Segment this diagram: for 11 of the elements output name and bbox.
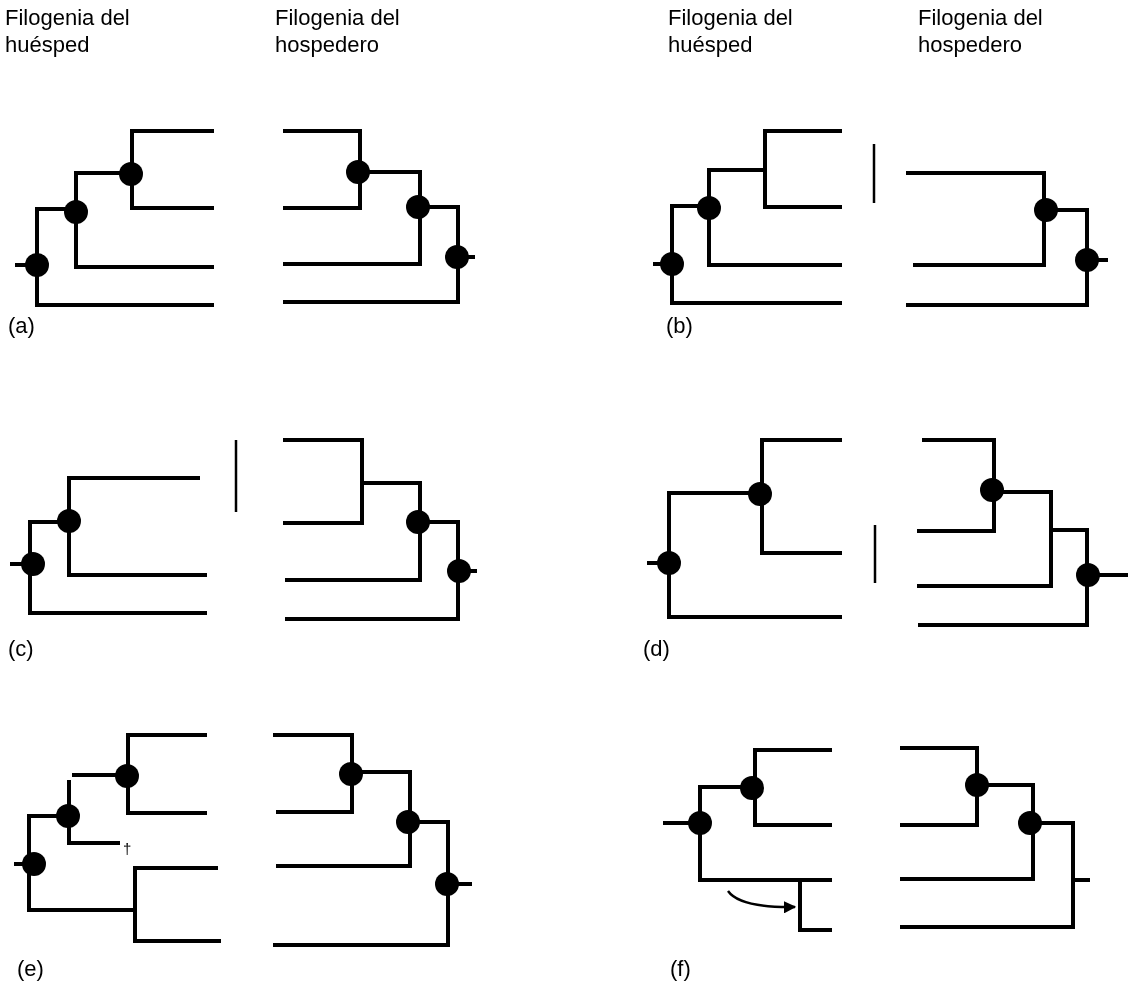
panel-label: (c) (8, 635, 34, 662)
dagger-symbol: † (123, 841, 132, 856)
panel-label: (d) (643, 635, 670, 662)
column-heading: Filogenia del huésped (668, 4, 794, 58)
column-heading: Filogenia del hospedero (918, 4, 1044, 58)
panel-label: (e) (17, 955, 44, 982)
panel-label: (b) (666, 312, 693, 339)
column-heading: Filogenia del hospedero (275, 4, 401, 58)
panel-label: (a) (8, 312, 35, 339)
panel-label: (f) (670, 955, 691, 982)
column-heading: Filogenia del huésped (5, 4, 131, 58)
